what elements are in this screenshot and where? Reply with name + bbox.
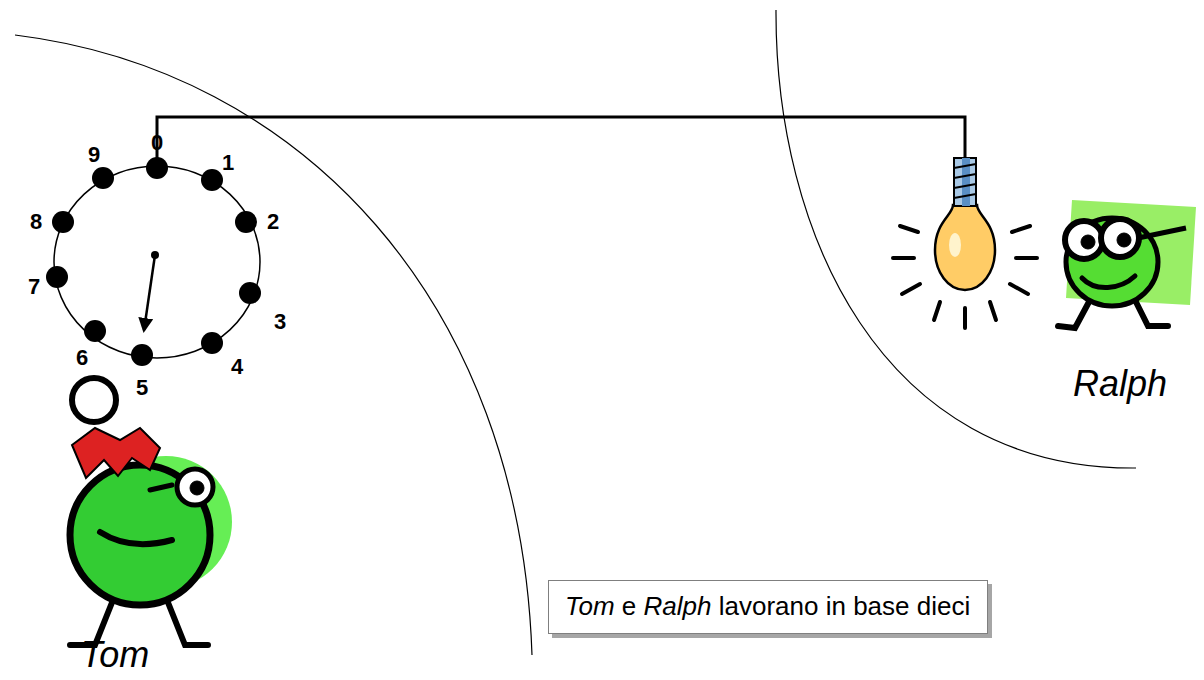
ralph-figure: [1058, 200, 1196, 328]
caption-box: Tom e Ralph lavorano in base dieci: [548, 580, 988, 634]
dial-digit: 2: [267, 211, 279, 233]
dial-digit: 8: [30, 211, 42, 233]
dial-digit: 4: [231, 356, 243, 378]
dial-digit: 6: [76, 347, 88, 369]
tom-region: [15, 35, 532, 655]
dial-digit: 7: [28, 276, 40, 298]
caption-text: Tom e Ralph lavorano in base dieci: [565, 591, 970, 622]
dial-digit: 5: [136, 377, 148, 399]
dial-digit: 3: [274, 311, 286, 333]
wire: [157, 117, 965, 158]
dial-digit: 1: [222, 152, 234, 174]
character-name: Ralph: [1073, 366, 1167, 402]
light-bulb: [893, 158, 1037, 328]
character-name: Tom: [81, 637, 150, 673]
tom-figure: [70, 378, 232, 645]
dial-digit: 0: [151, 132, 163, 154]
dial-digit: 9: [88, 144, 100, 166]
dial: [46, 157, 261, 366]
